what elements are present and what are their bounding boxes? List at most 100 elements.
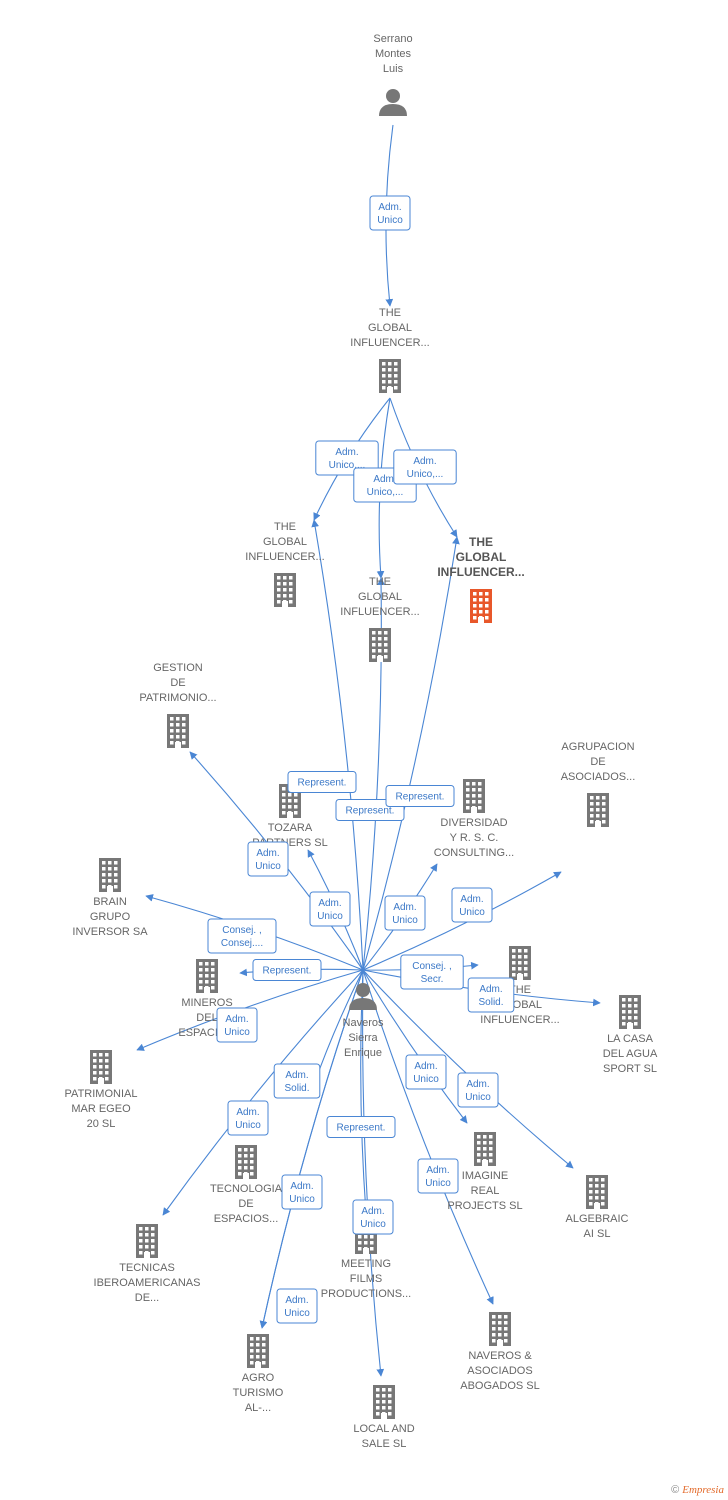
edge-role-label: Consej. ,Secr. (400, 954, 464, 990)
edge-naveros-to-naveros_asoc (362, 969, 494, 1305)
edge-role-label: Adm. Unico,... (393, 449, 457, 485)
edge-role-label: Adm.Unico (276, 1288, 318, 1324)
node-agrupacion[interactable]: AGRUPACIONDEASOCIADOS... (561, 741, 636, 827)
node-label-line: INVERSOR SA (72, 926, 148, 938)
node-agro[interactable]: AGROTURISMOAL-... (233, 1334, 284, 1414)
edge-label-box (384, 895, 426, 931)
edge-role-label: Consej. , Consej.... (207, 918, 277, 954)
node-tgi_top[interactable]: THEGLOBALINFLUENCER... (350, 307, 430, 393)
node-label-line: INFLUENCER... (480, 1014, 559, 1026)
edge-naveros-to-local (362, 969, 385, 1377)
edge-label-box (369, 195, 411, 231)
node-tgi_left[interactable]: THE GLOBAL INFLUENCER... (245, 521, 325, 607)
edge-label-box (287, 771, 357, 793)
building-icon (619, 995, 641, 1029)
node-label-line: PATRIMONIO... (139, 692, 216, 704)
node-label-line: DIVERSIDAD (440, 817, 507, 829)
edge-label-text: Consej. , (222, 925, 261, 936)
edge-label-text: Unico,... (407, 469, 444, 480)
node-tecnologia[interactable]: TECNOLOGIADEESPACIOS... (210, 1145, 283, 1225)
edge-label-text: Consej. , (412, 961, 451, 972)
edge-role-label: Adm.Unico (281, 1174, 323, 1210)
edge-label-text: Represent. (298, 778, 347, 789)
edge-label-box (207, 918, 277, 954)
edge-label-box (309, 891, 351, 927)
node-label-line: GLOBAL (263, 536, 307, 548)
edge-role-label: Adm.Unico (384, 895, 426, 931)
node-label-line: TECNOLOGIA (210, 1183, 283, 1195)
node-label-line: INFLUENCER... (245, 551, 324, 563)
node-label-line: AL-... (245, 1402, 271, 1414)
edge-label-text: Consej.... (221, 938, 263, 949)
edge-label-text: Unico (465, 1092, 491, 1103)
edge-label-text: Unico (224, 1027, 250, 1038)
node-tgi_mid[interactable]: THEGLOBALINFLUENCER... (340, 576, 420, 662)
edge-role-label: Adm.Unico,... (315, 440, 379, 476)
building-icon (509, 946, 531, 980)
edge-label-box (467, 977, 515, 1013)
edges-layer (136, 124, 601, 1377)
person-icon (349, 983, 377, 1010)
edge-label-text: Adm. (413, 456, 436, 467)
brand-name: Empresia (682, 1484, 724, 1496)
node-gestion[interactable]: GESTIONDEPATRIMONIO... (139, 662, 217, 748)
node-label-line: PROJECTS SL (447, 1200, 522, 1212)
edge-label-text: Adm. (256, 848, 279, 859)
node-label-line: TOZARA (268, 822, 313, 834)
node-label-line: THE (274, 521, 296, 533)
node-label-line: THE (379, 307, 401, 319)
building-icon (235, 1145, 257, 1179)
edge-label-text: Adm. (426, 1165, 449, 1176)
node-label-line: THE (469, 535, 493, 549)
building-icon (369, 628, 391, 662)
edge-role-label: Adm.Unico (309, 891, 351, 927)
edge-label-box (276, 1288, 318, 1324)
building-icon (379, 359, 401, 393)
edge-role-label: Adm.Unico (451, 887, 493, 923)
edge-label-box (385, 785, 455, 807)
edge-label-text: Unico (425, 1178, 451, 1189)
edge-label-text: Adm. (335, 447, 358, 458)
edge-label-text: Adm. (290, 1181, 313, 1192)
node-label-line: MEETING (341, 1258, 391, 1270)
edge-label-text: Adm. (378, 202, 401, 213)
edge-label-text: Represent. (346, 806, 395, 817)
building-icon (99, 858, 121, 892)
node-tecnicas[interactable]: TECNICASIBEROAMERICANASDE... (94, 1224, 201, 1304)
node-label-line: AGRO (242, 1372, 275, 1384)
edge-role-label: Adm.Solid. (467, 977, 515, 1013)
edge-naveros-to-algebraic (362, 969, 574, 1169)
node-label-line: FILMS (350, 1273, 382, 1285)
building-icon (373, 1385, 395, 1419)
edge-label-text: Adm. (225, 1014, 248, 1025)
edge-label-text: Solid. (284, 1083, 309, 1094)
building-icon (196, 959, 218, 993)
building-icon (274, 573, 296, 607)
node-tgi_hl[interactable]: THEGLOBALINFLUENCER... (437, 535, 525, 623)
edge-label-text: Adm. (236, 1107, 259, 1118)
edge-role-label: Adm.Unico (247, 841, 289, 877)
node-label-line: CONSULTING... (434, 847, 514, 859)
edge-label-box (216, 1007, 258, 1043)
node-label-line: AGRUPACION (561, 741, 634, 753)
edge-label-text: Unico (459, 907, 485, 918)
node-label-line: PATRIMONIAL (65, 1088, 138, 1100)
edge-label-text: Adm. (373, 474, 396, 485)
node-label-line: DEL (196, 1012, 217, 1024)
node-label-line: DE... (135, 1292, 159, 1304)
node-label-line: ALGEBRAIC (566, 1213, 629, 1225)
edge-role-label: Adm.Unico (227, 1100, 269, 1136)
